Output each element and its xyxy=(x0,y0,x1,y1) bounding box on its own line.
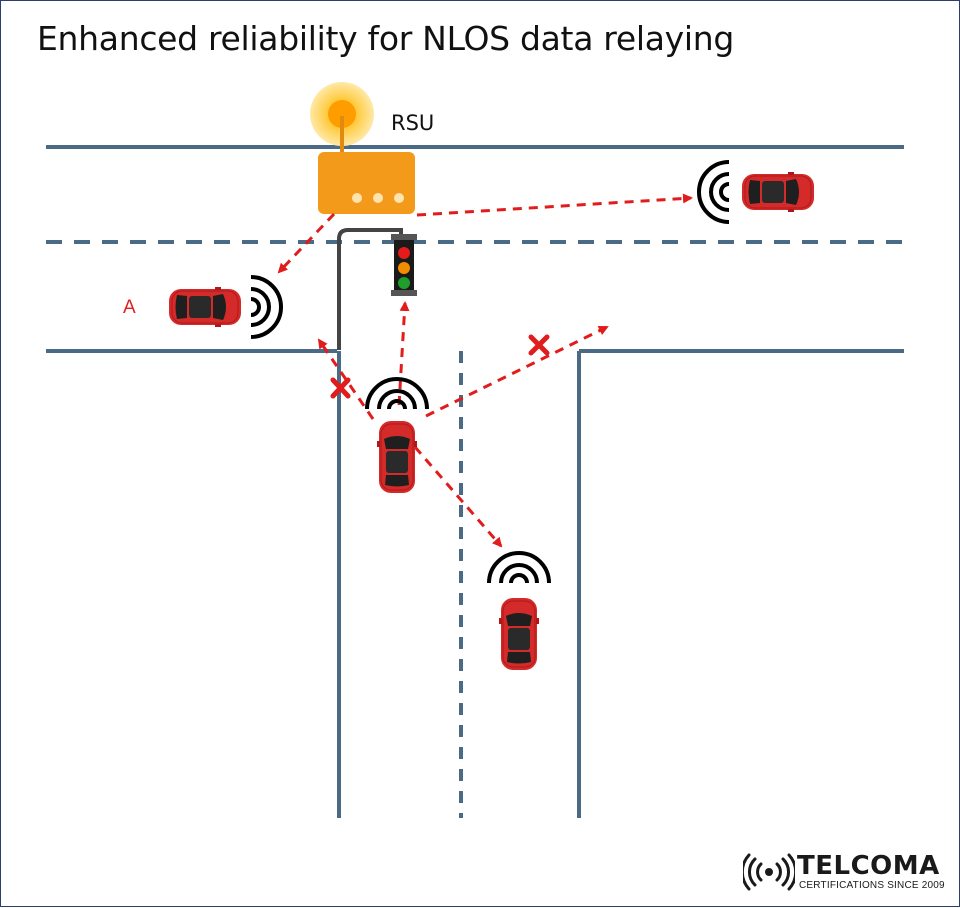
logo-tagline: CERTIFICATIONS SINCE 2009 xyxy=(799,880,945,891)
telcoma-logo: TELCOMA CERTIFICATIONS SINCE 2009 xyxy=(743,851,949,893)
lane-dividers xyxy=(46,240,904,818)
link-car-blocked-right xyxy=(425,325,609,418)
link-car-to-lower-car xyxy=(413,446,503,548)
rsu-label: RSU xyxy=(391,111,435,135)
rsu-box xyxy=(318,152,415,214)
logo-name: TELCOMA xyxy=(797,851,940,881)
communication-links xyxy=(277,193,693,548)
wireless-signal-icon xyxy=(487,551,551,585)
diagram-title: Enhanced reliability for NLOS data relay… xyxy=(37,19,735,58)
traffic-light-pole xyxy=(337,228,403,350)
blocked-link-icon xyxy=(330,377,351,399)
wireless-signal-icon xyxy=(697,160,731,224)
traffic-light-icon xyxy=(391,234,417,296)
wireless-signal-icon xyxy=(365,377,429,411)
car-lower xyxy=(498,597,540,671)
wireless-signal-icon xyxy=(249,275,283,339)
link-rsu-to-car-a xyxy=(277,212,336,274)
vehicle-a-label: A xyxy=(123,297,136,318)
blocked-link-icon xyxy=(528,334,550,356)
rsu-beacon-icon xyxy=(310,82,374,153)
link-rsu-to-car-right xyxy=(416,193,693,217)
car-a xyxy=(168,286,242,328)
wifi-logo-icon xyxy=(743,853,795,891)
car-right xyxy=(741,171,815,213)
car-center xyxy=(376,420,418,494)
link-car-to-traffic-light xyxy=(397,301,410,406)
road-edges xyxy=(46,145,904,818)
